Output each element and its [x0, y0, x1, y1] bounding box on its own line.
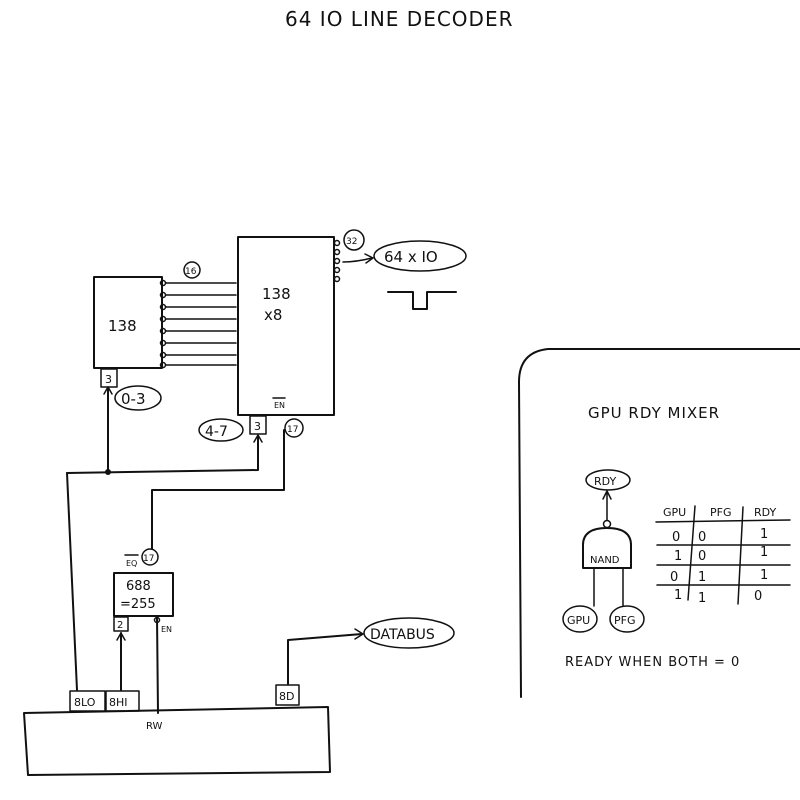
out-64xio-label: 64 x IO	[384, 248, 438, 266]
table-cell: 1	[698, 570, 706, 585]
rdy-out-label: RDY	[594, 475, 617, 488]
comparator-line1: 688	[126, 579, 151, 594]
comparator-eq-label: EQ	[126, 559, 137, 568]
wiring	[66, 386, 364, 714]
out-bubble	[333, 248, 341, 256]
table-cell: 1	[674, 588, 682, 603]
table-cell: 0	[670, 570, 678, 585]
table-header-rdy: RDY	[754, 506, 777, 519]
port-8hi-label: 8HI	[109, 696, 128, 709]
table-cell: 1	[698, 591, 706, 606]
comparator-pin-box	[113, 616, 129, 632]
decoder-b-label-line2: x8	[264, 306, 282, 324]
bus-rw-label: RW	[146, 721, 163, 732]
table-cell: 1	[760, 568, 768, 583]
comparator-en-label: EN	[161, 625, 172, 634]
out-count-bubble	[343, 229, 365, 251]
decoder-bus-lines	[165, 282, 237, 366]
nand-out-wire	[602, 490, 612, 521]
decoder-a-pin-label: 3	[105, 373, 112, 386]
out-count-label: 32	[346, 237, 357, 247]
decoder-b-body	[237, 236, 335, 416]
pfg-in-bubble	[609, 605, 645, 633]
arrow-decB-pin	[253, 434, 263, 443]
range-0-3-label: 0-3	[121, 390, 146, 408]
arrow-cmp-pin	[116, 632, 126, 641]
out-bubble-64xio	[373, 240, 467, 272]
range-4-7-label: 4-7	[205, 424, 228, 440]
bus-count-bubble	[183, 261, 201, 279]
comparator-eq-pin: 17	[143, 554, 154, 564]
table-cell: 0	[698, 530, 706, 545]
gpu-in-bubble	[562, 605, 598, 633]
wire-junction-h	[66, 435, 259, 474]
decoder-b-pin-label: 3	[254, 420, 261, 433]
mixer-panel-title: GPU RDY MIXER	[588, 404, 720, 422]
nand-gate-label: NAND	[590, 555, 620, 566]
table-cell: 0	[698, 549, 706, 564]
range-0-3-bubble	[114, 385, 162, 411]
comparator-eq-bubble	[141, 548, 159, 566]
truth-table: GPU PFG RDY 0 0 1 1 0 1 0 1 1 1 1 0	[655, 505, 791, 606]
decoder-b-outputs	[333, 239, 341, 283]
gpu-in-label: GPU	[567, 614, 590, 627]
port-8lo-box	[69, 690, 106, 712]
diagram-title: 64 IO LINE DECODER	[285, 7, 513, 31]
arrow-databus	[354, 628, 364, 640]
nand-out-bubble	[602, 519, 612, 529]
port-8d-label: 8D	[279, 690, 294, 703]
table-header-gpu: GPU	[663, 506, 686, 519]
bus-body	[23, 706, 331, 776]
decoder-b-label-line1: 138	[262, 285, 291, 303]
en-17-bubble	[284, 418, 304, 438]
range-4-7-bubble	[198, 418, 244, 442]
table-cell: 1	[760, 545, 768, 560]
en-17-label: 17	[287, 425, 298, 435]
table-header-pfg: PFG	[710, 506, 731, 519]
bus-count-label: 16	[185, 267, 197, 277]
wire-databus	[287, 633, 363, 685]
junction-dot	[105, 469, 111, 475]
comparator-pin-label: 2	[117, 620, 123, 631]
table-cell: 0	[754, 589, 762, 604]
port-8lo-label: 8LO	[74, 696, 96, 709]
wire-en	[151, 429, 285, 550]
out-bubble	[333, 275, 341, 283]
cmp-en-bubble	[153, 616, 161, 624]
table-cell: 0	[672, 530, 680, 545]
mixer-panel-frame	[518, 348, 800, 698]
arrow-decA-pin	[103, 386, 113, 395]
table-header-rule	[655, 519, 791, 523]
wire-cmp-en	[156, 616, 159, 714]
pfg-in-label: PFG	[614, 614, 635, 627]
table-cell: 1	[674, 549, 682, 564]
decoder-b-en-label: EN	[274, 401, 285, 410]
comparator-line2: =255	[120, 597, 156, 612]
out-bubble	[333, 266, 341, 274]
comparator-body	[113, 572, 174, 617]
table-cell: 1	[760, 527, 768, 542]
port-8hi-box	[105, 690, 140, 712]
decoder-a-pin-box	[100, 368, 118, 388]
port-8d-box	[275, 684, 300, 706]
out-bubble	[333, 257, 341, 265]
out-arrow	[342, 253, 374, 264]
rdy-bubble	[585, 469, 631, 491]
decoder-a-label: 138	[108, 317, 137, 335]
databus-label: DATABUS	[370, 627, 435, 643]
decoder-b-pin-box	[249, 415, 267, 435]
table-col-rule-1	[687, 505, 696, 601]
pulse-symbol	[387, 291, 457, 310]
mixer-note: READY WHEN BOTH = 0	[565, 655, 740, 670]
wire-8lo	[66, 472, 78, 691]
table-col-rule-2	[737, 506, 744, 605]
out-bubble	[333, 239, 341, 247]
databus-bubble	[363, 617, 455, 649]
